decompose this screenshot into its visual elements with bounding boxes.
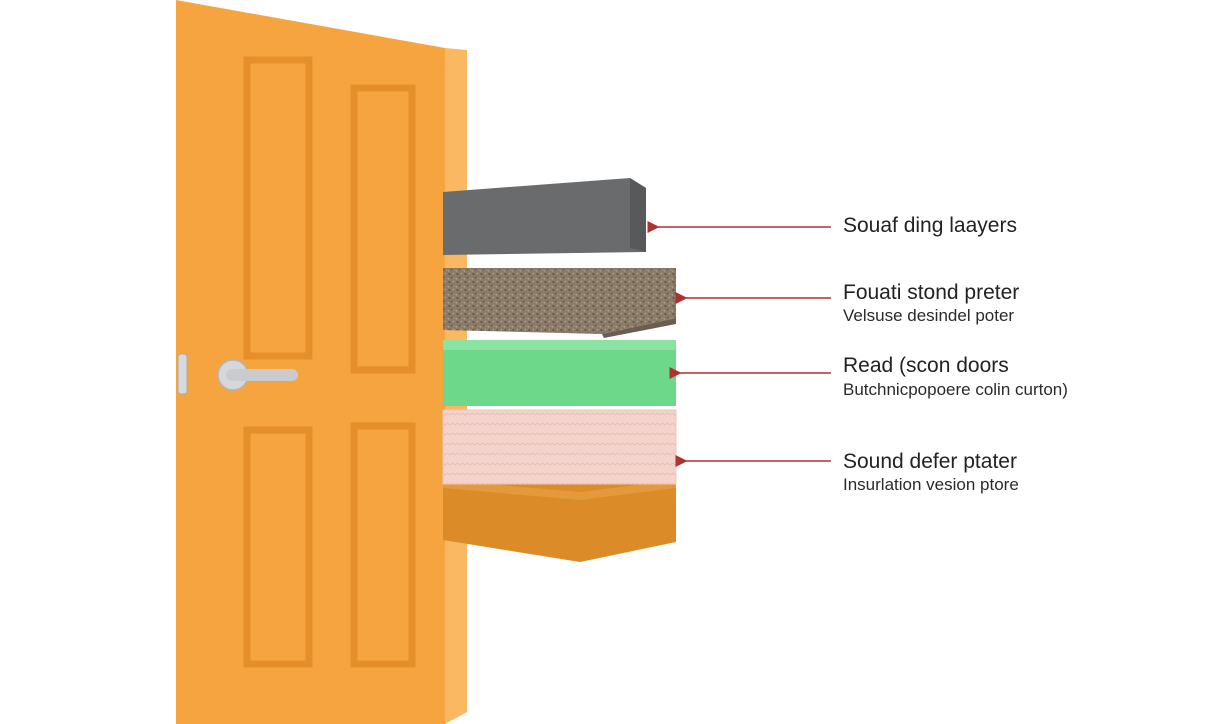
door-panel-bottom-right [350, 422, 416, 668]
label-3-subtitle: Butchnicpopoere colin curton) [843, 380, 1068, 399]
label-4-subtitle: Insurlation vesion ptore [843, 475, 1019, 494]
layer-pink [442, 409, 677, 485]
door [176, 0, 467, 724]
label-4-title: Sound defer ptater [843, 450, 1017, 473]
label-1-title: Souaf ding laayers [843, 214, 1017, 237]
layer-orange [443, 480, 676, 562]
layer-gray [443, 178, 646, 255]
door-panel-bottom-left [243, 426, 313, 668]
label-2-title: Fouati stond preter [843, 281, 1020, 304]
callout-arrows [647, 221, 831, 467]
door-panel-top-left [243, 56, 313, 360]
layer-stack [442, 178, 677, 562]
layer-green [443, 340, 676, 406]
layer-brown [443, 268, 676, 338]
label-2-subtitle: Velsuse desindel poter [843, 306, 1015, 325]
label-3-title: Read (scon doors [843, 354, 1009, 377]
door-body [176, 0, 445, 724]
door-handle-icon [177, 353, 298, 395]
door-panel-top-right [350, 84, 416, 374]
